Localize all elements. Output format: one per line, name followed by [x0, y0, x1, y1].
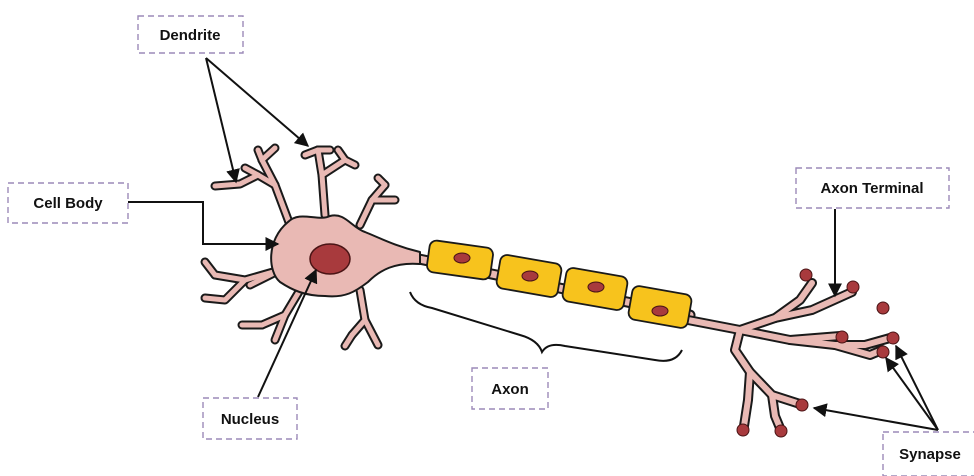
synapse-arrow-2 — [886, 358, 938, 430]
dendrite-arrow-right — [206, 58, 308, 146]
synaptic-bouton — [877, 302, 889, 314]
label-axon-text: Axon — [491, 381, 529, 398]
myelin-segment — [562, 267, 629, 311]
synaptic-bouton — [737, 424, 749, 436]
cell-body-arrow — [128, 202, 278, 244]
myelin-segment — [628, 285, 693, 329]
synaptic-bouton — [796, 399, 808, 411]
axon-terminal-branches — [688, 283, 890, 428]
label-dendrite-text: Dendrite — [160, 27, 221, 44]
label-cell-body: Cell Body — [8, 183, 128, 223]
synapse-arrow-3 — [814, 408, 938, 430]
label-dendrite: Dendrite — [138, 16, 243, 53]
synapse-arrow-1 — [896, 346, 938, 430]
nucleus-arrow — [258, 270, 316, 397]
myelin-segment — [496, 254, 563, 298]
label-axon-terminal: Axon Terminal — [796, 168, 949, 208]
label-nucleus-text: Nucleus — [221, 411, 279, 428]
label-synapse: Synapse — [883, 432, 974, 476]
synaptic-bouton — [775, 425, 787, 437]
synaptic-bouton — [800, 269, 812, 281]
dendrite-arrow-left — [206, 58, 236, 182]
myelin-segment — [426, 240, 494, 281]
label-axon: Axon — [472, 368, 548, 409]
label-cell-body-text: Cell Body — [33, 195, 103, 212]
label-nucleus: Nucleus — [203, 398, 297, 439]
synaptic-bouton — [836, 331, 848, 343]
synaptic-bouton — [877, 346, 889, 358]
synaptic-bouton — [847, 281, 859, 293]
nucleus — [310, 244, 350, 274]
label-synapse-text: Synapse — [899, 446, 961, 463]
myelin-sheath — [426, 240, 692, 329]
synaptic-bouton — [887, 332, 899, 344]
label-axon-terminal-text: Axon Terminal — [820, 180, 923, 197]
